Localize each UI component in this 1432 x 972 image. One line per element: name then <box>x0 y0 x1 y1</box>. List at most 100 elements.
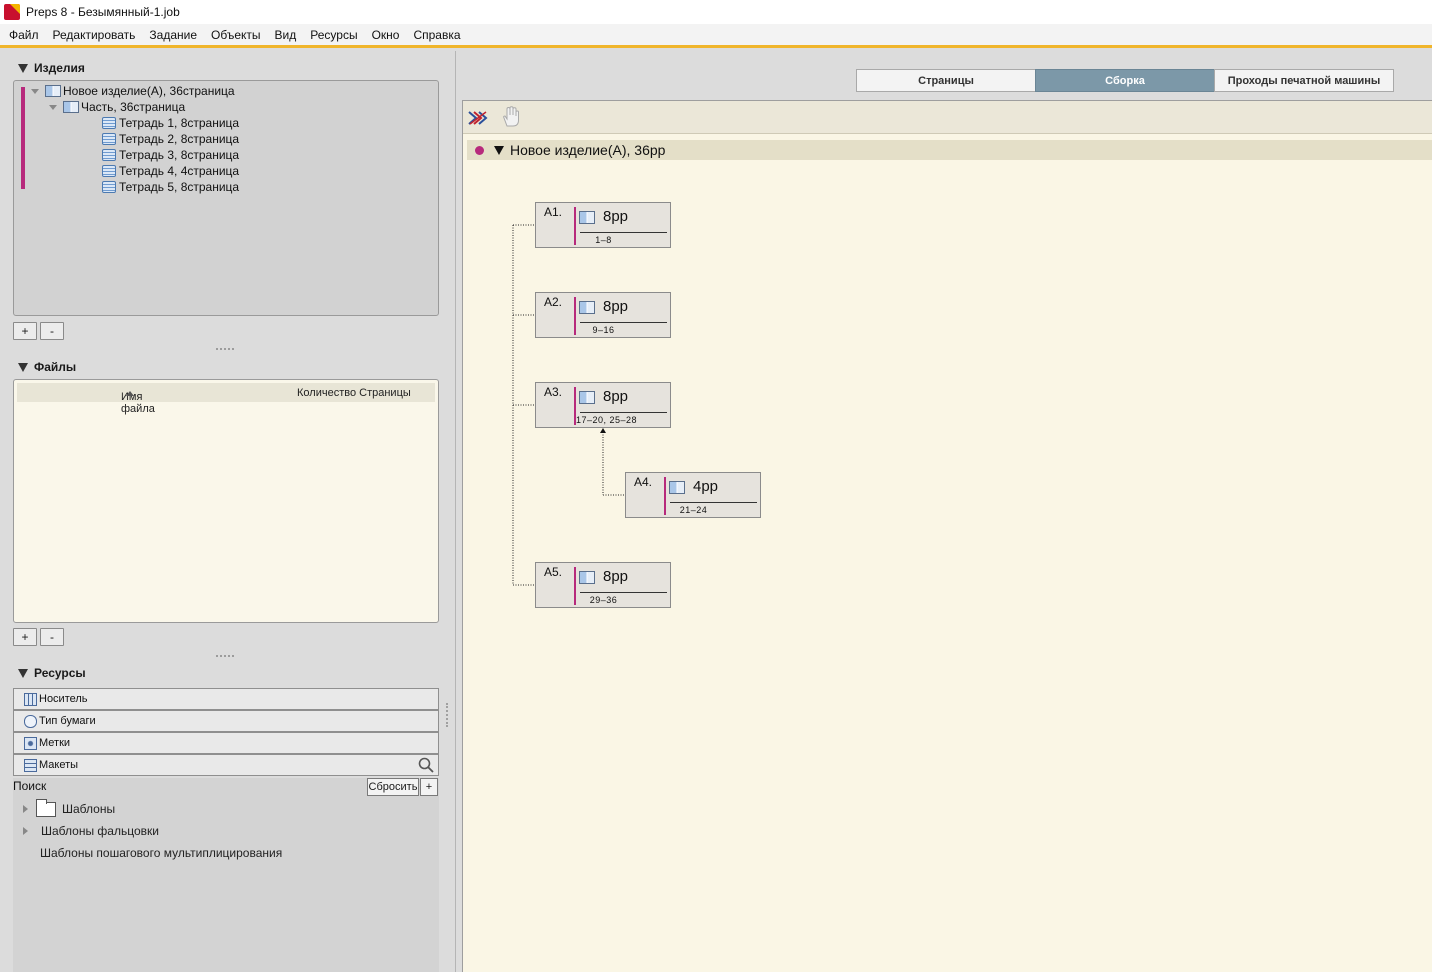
column-page-count[interactable]: Количество Страницы <box>297 387 411 399</box>
signature-card-a3[interactable]: A3. 8pp 17–20, 25–28 <box>535 382 671 428</box>
sort-ascending-icon <box>126 391 134 396</box>
signature-book-icon <box>669 481 685 494</box>
resource-media[interactable]: Носитель <box>13 688 439 710</box>
tree-item-label: Часть, 36страница <box>81 100 186 114</box>
signature-page-count: 4pp <box>693 478 719 495</box>
tab-assembly[interactable]: Сборка <box>1035 69 1215 92</box>
resource-label: Метки <box>39 737 71 749</box>
tree-item-product[interactable]: Новое изделие(A), 36страница <box>31 83 235 99</box>
expand-arrow-icon[interactable] <box>49 104 57 110</box>
vertical-splitter-grip[interactable] <box>446 703 450 727</box>
workspace-pane: Страницы Сборка Проходы печатной машины … <box>455 51 1432 972</box>
resource-marks[interactable]: Метки <box>13 732 439 754</box>
hand-tool-icon[interactable] <box>501 106 521 128</box>
signature-card-a1[interactable]: A1. 8pp 1–8 <box>535 202 671 248</box>
menu-window[interactable]: Окно <box>371 27 400 42</box>
tree-item-label: Тетрадь 1, 8страница <box>119 116 240 130</box>
signature-id: A3. <box>544 385 563 399</box>
resources-title: Ресурсы <box>34 666 86 680</box>
tab-pages[interactable]: Страницы <box>856 69 1036 92</box>
tree-item-signature-2[interactable]: Тетрадь 2, 8страница <box>102 131 239 147</box>
search-label: Поиск <box>13 779 47 793</box>
menu-resources[interactable]: Ресурсы <box>310 27 358 42</box>
menu-edit[interactable]: Редактировать <box>52 27 136 42</box>
panel-resize-grip[interactable] <box>216 348 234 350</box>
remove-product-button[interactable]: - <box>40 322 64 340</box>
search-icon[interactable] <box>418 757 434 773</box>
templates-icon <box>24 758 37 772</box>
add-file-button[interactable]: + <box>13 628 37 646</box>
menu-bar: Файл Редактировать Задание Объекты Вид Р… <box>0 24 1432 48</box>
menu-help[interactable]: Справка <box>413 27 461 42</box>
tree-item-label: Тетрадь 3, 8страница <box>119 148 240 162</box>
signature-book-icon <box>579 301 595 314</box>
signature-card-a2[interactable]: A2. 8pp 9–16 <box>535 292 671 338</box>
tree-item-signature-4[interactable]: Тетрадь 4, 4страница <box>102 163 239 179</box>
expand-arrow-icon[interactable] <box>23 827 28 835</box>
signature-divider <box>580 412 667 413</box>
signature-divider <box>580 322 667 323</box>
signature-color-bar <box>574 297 576 335</box>
part-book-icon <box>63 101 79 113</box>
template-folder-templates[interactable]: Шаблоны <box>23 798 115 818</box>
assembly-toolbar <box>463 101 1432 134</box>
signature-icon <box>102 117 116 129</box>
signature-divider <box>580 592 667 593</box>
signature-color-bar <box>574 567 576 605</box>
tree-item-signature-3[interactable]: Тетрадь 3, 8страница <box>102 147 239 163</box>
arrow-up-icon <box>600 428 606 433</box>
add-product-button[interactable]: + <box>13 322 37 340</box>
files-table-header: Имя файла Количество Страницы <box>17 383 435 415</box>
signature-divider <box>670 502 757 503</box>
expand-arrow-icon[interactable] <box>31 88 39 94</box>
media-icon <box>24 692 37 706</box>
assembly-product-label: Новое изделие(A), 36pp <box>510 142 666 158</box>
template-folder-label: Шаблоны фальцовки <box>41 824 159 838</box>
menu-file[interactable]: Файл <box>9 27 39 42</box>
view-tabs: Страницы Сборка Проходы печатной машины <box>856 69 1394 92</box>
resources-section-header[interactable]: Ресурсы <box>18 666 86 680</box>
signature-id: A1. <box>544 205 563 219</box>
menu-objects[interactable]: Объекты <box>211 27 261 42</box>
signature-page-range: 9–16 <box>592 325 615 335</box>
left-panel: Изделия Новое изделие(A), 36страница Час… <box>0 51 448 972</box>
signature-book-icon <box>579 391 595 404</box>
assembly-tool-icon[interactable] <box>467 109 489 127</box>
assembly-canvas[interactable]: Новое изделие(A), 36pp A1. 8pp 1–8 <box>462 100 1432 972</box>
signature-page-range: 21–24 <box>679 505 708 515</box>
tree-item-signature-1[interactable]: Тетрадь 1, 8страница <box>102 115 239 131</box>
resource-templates[interactable]: Макеты <box>13 754 439 776</box>
menu-job[interactable]: Задание <box>149 27 198 42</box>
tab-press-runs[interactable]: Проходы печатной машины <box>1214 69 1394 92</box>
marks-icon <box>24 736 37 750</box>
signature-card-a5[interactable]: A5. 8pp 29–36 <box>535 562 671 608</box>
signature-color-bar <box>574 207 576 245</box>
product-color-marker <box>21 87 25 189</box>
remove-file-button[interactable]: - <box>40 628 64 646</box>
menu-view[interactable]: Вид <box>274 27 297 42</box>
panel-resize-grip[interactable] <box>216 655 234 657</box>
title-bar: Preps 8 - Безымянный-1.job <box>0 0 1432 24</box>
resource-paper-type[interactable]: Тип бумаги <box>13 710 439 732</box>
product-book-icon <box>45 85 61 97</box>
template-folder-folding[interactable]: Шаблоны фальцовки <box>23 822 159 840</box>
collapse-triangle-icon[interactable] <box>494 145 504 155</box>
signature-page-count: 8pp <box>603 388 629 405</box>
assembly-product-header[interactable]: Новое изделие(A), 36pp <box>467 140 1432 160</box>
expand-arrow-icon[interactable] <box>23 805 28 813</box>
templates-browser: Поиск Сбросить + Шаблоны Шаблоны фальцов… <box>13 778 439 972</box>
files-section-header[interactable]: Файлы <box>18 360 76 374</box>
signature-id: A5. <box>544 565 563 579</box>
template-folder-step-repeat[interactable]: Шаблоны пошагового мультиплицирования <box>40 844 282 862</box>
signature-divider <box>580 232 667 233</box>
reset-button[interactable]: Сбросить <box>367 778 419 796</box>
resource-label: Носитель <box>39 693 88 705</box>
signature-icon <box>102 133 116 145</box>
signature-card-a4[interactable]: A4. 4pp 21–24 <box>625 472 761 518</box>
folder-icon <box>36 798 56 817</box>
tree-item-signature-5[interactable]: Тетрадь 5, 8страница <box>102 179 239 195</box>
products-section-header[interactable]: Изделия <box>18 61 85 75</box>
add-template-button[interactable]: + <box>420 778 438 796</box>
tree-item-part[interactable]: Часть, 36страница <box>49 99 185 115</box>
signature-book-icon <box>579 571 595 584</box>
